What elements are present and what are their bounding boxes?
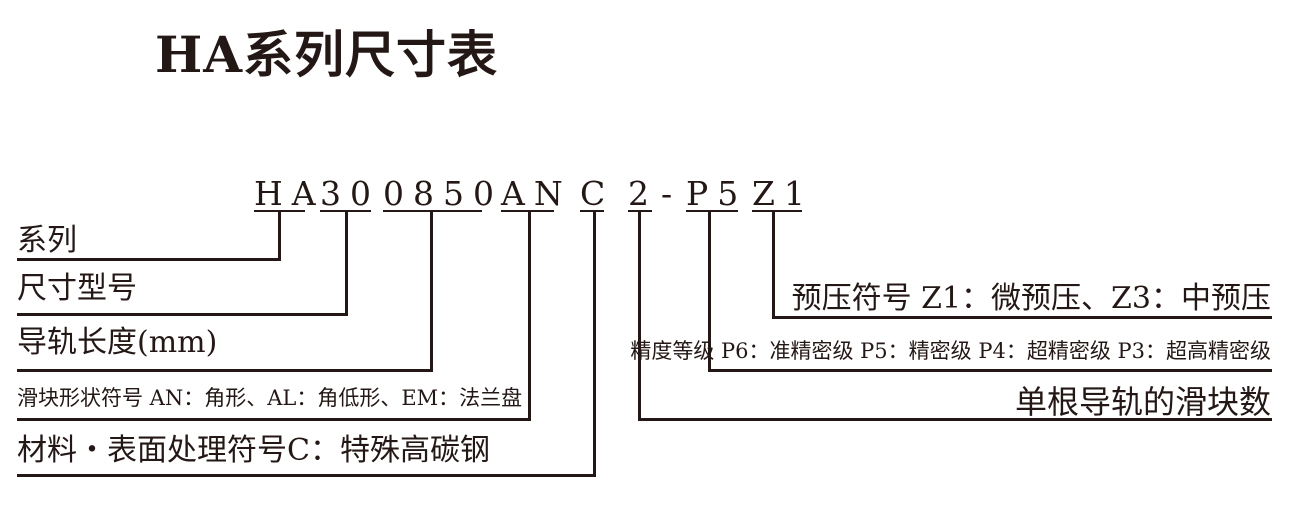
label-length: 导轨长度(mm) [17, 325, 218, 360]
underline-preload [752, 210, 802, 212]
label-material: 材料・表面处理符号C：特殊高碳钢 [17, 433, 490, 468]
underline-count [628, 210, 652, 212]
baseline-block [17, 418, 531, 421]
baseline-material [17, 474, 596, 477]
baseline-size [17, 313, 348, 316]
underline-length [383, 210, 482, 212]
code-series: HA [254, 174, 325, 213]
label-size: 尺寸型号 [17, 271, 137, 306]
leader-count [638, 212, 641, 420]
underline-block [501, 210, 554, 212]
code-block: AN [501, 174, 572, 213]
leader-preload [772, 212, 775, 317]
code-precision: P5 [686, 174, 748, 213]
leader-size [345, 212, 348, 315]
page-title: HA系列尺寸表 [155, 25, 499, 84]
underline-precision [686, 210, 738, 212]
underline-material [580, 210, 604, 212]
code-count: 2 [628, 174, 658, 213]
baseline-length [17, 369, 433, 372]
label-precision: 精度等级 P6：准精密级 P5：精密级 P4：超精密级 P3：超高精密级 [630, 339, 1271, 363]
leader-material [593, 212, 596, 477]
label-series: 系列 [17, 223, 77, 258]
label-preload: 预压符号 Z1：微预压、Z3：中预压 [791, 281, 1271, 316]
leader-precision [708, 212, 711, 372]
label-block: 滑块形状符号 AN：角形、AL：角低形、EM：法兰盘 [17, 386, 523, 410]
code-preload: Z1 [752, 174, 814, 213]
leader-block [528, 212, 531, 420]
code-length: 0850 [383, 174, 503, 213]
label-count: 单根导轨的滑块数 [1014, 383, 1271, 421]
baseline-precision [708, 369, 1272, 372]
underline-series [254, 210, 305, 212]
leader-length [430, 212, 433, 372]
baseline-series [17, 258, 281, 261]
leader-series [278, 212, 281, 260]
baseline-count [638, 418, 1272, 421]
code-dash: - [661, 174, 682, 213]
baseline-preload [772, 316, 1272, 319]
underline-size [320, 210, 371, 212]
code-material: C [580, 174, 615, 213]
code-size: 30 [320, 174, 380, 213]
